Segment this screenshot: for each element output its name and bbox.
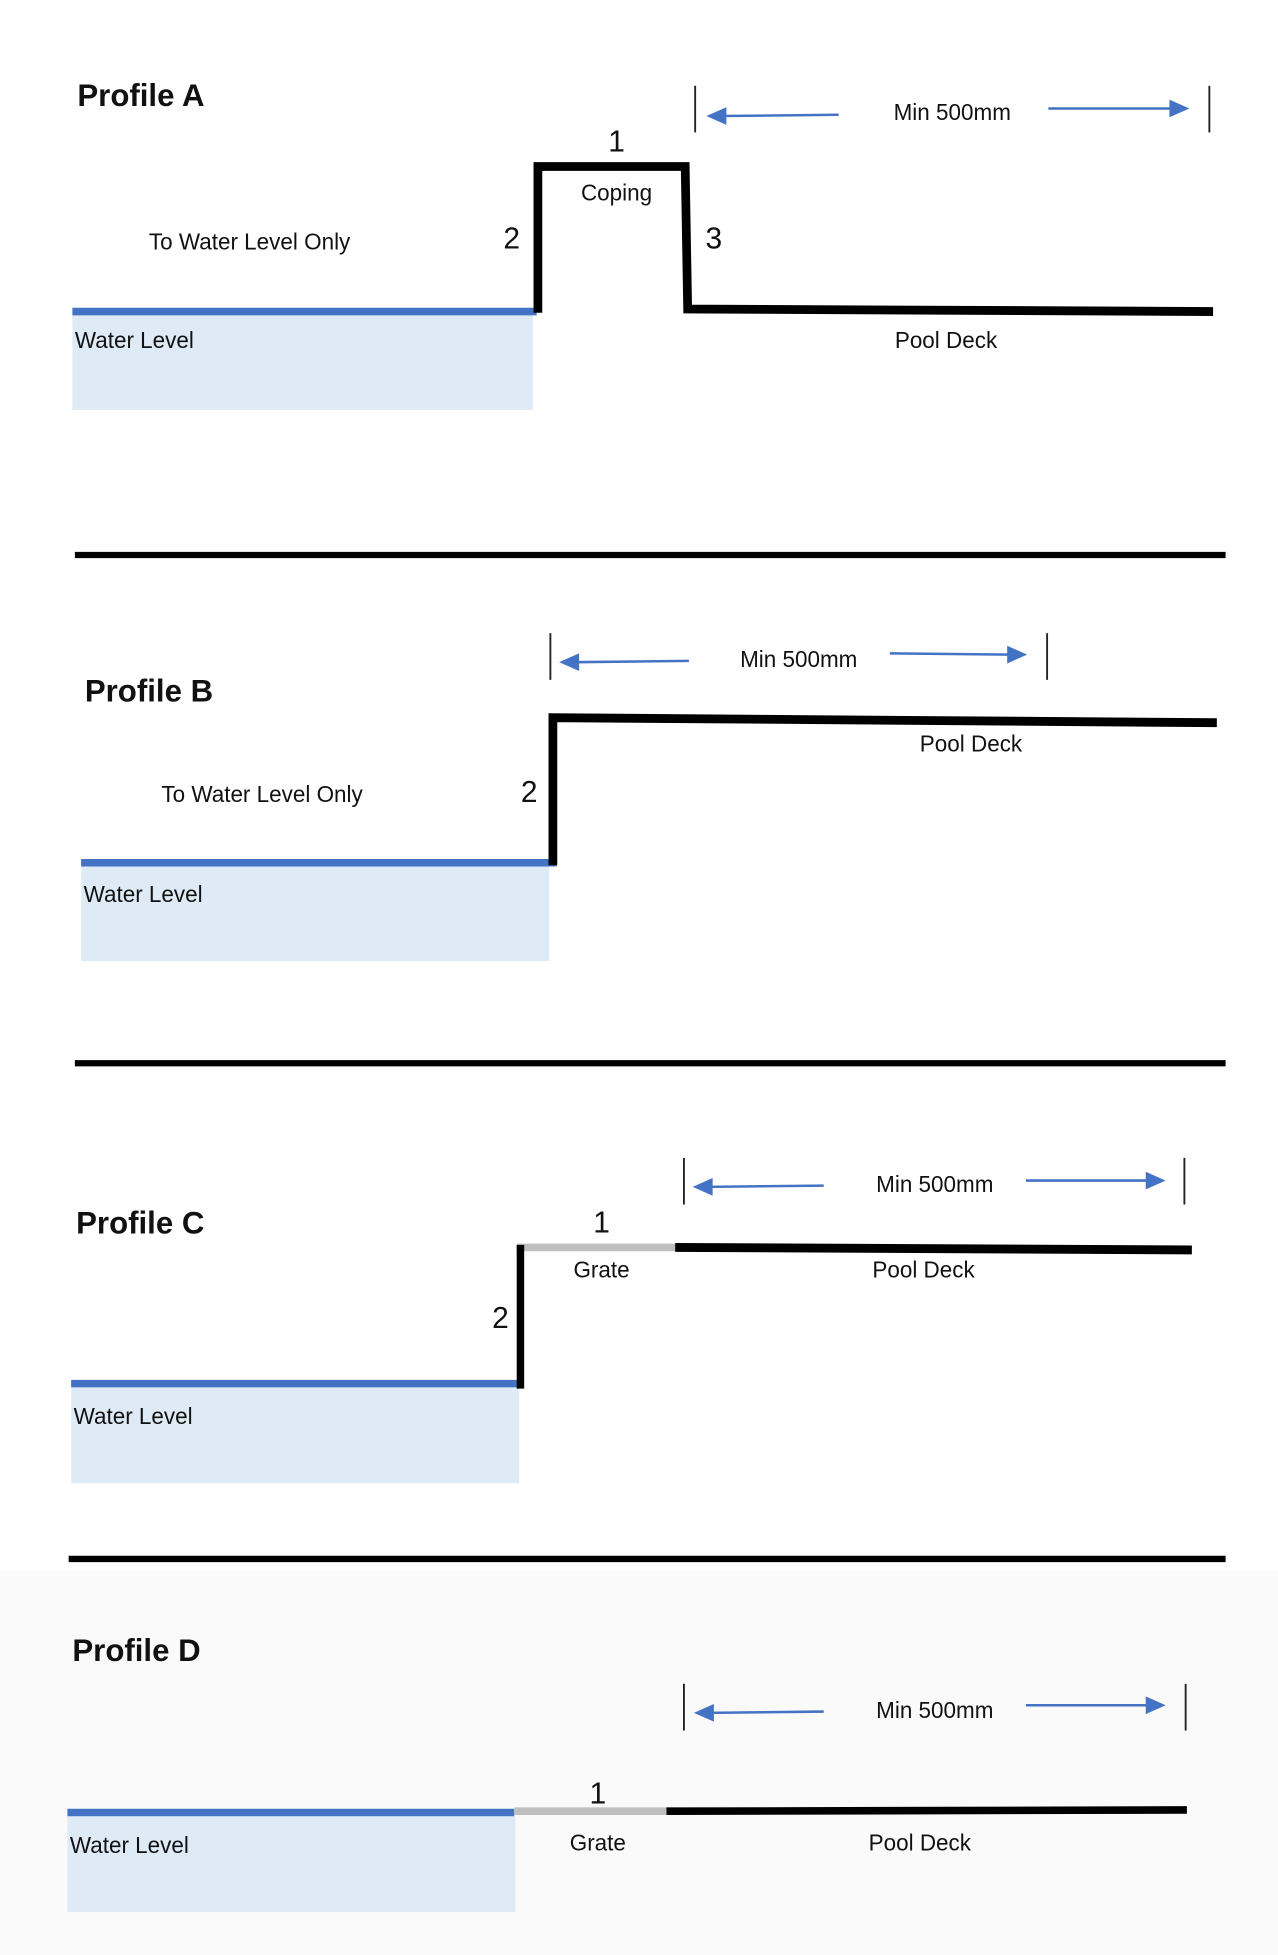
pool-deck-label: Pool Deck	[872, 1258, 975, 1283]
label-2: 2	[521, 776, 538, 809]
grate-label: Grate	[570, 1830, 626, 1855]
water-level-label: Water Level	[84, 882, 203, 907]
profile-a-title: Profile A	[77, 78, 204, 113]
dimension-label: Min 500mm	[876, 1172, 993, 1197]
arrow-left-icon	[574, 659, 689, 664]
arrowhead-left-icon	[692, 1178, 713, 1196]
arrowhead-right-icon	[1007, 645, 1028, 664]
arrowhead-left-icon	[559, 653, 580, 672]
arrowhead-right-icon	[1169, 99, 1190, 118]
pool-deck-line	[666, 1806, 1187, 1815]
wall-profile-line	[548, 713, 1217, 866]
profile-b-title: Profile B	[85, 673, 213, 708]
arrowhead-left-icon	[706, 107, 727, 125]
label-3: 3	[706, 222, 723, 255]
pool-deck-label: Pool Deck	[920, 732, 1023, 757]
arrowhead-right-icon	[1145, 1171, 1166, 1190]
profile-d: Profile D Min 500mm 1 Water Level Grate …	[67, 1633, 1187, 1913]
to-water-level-label: To Water Level Only	[161, 782, 363, 807]
arrow-left-icon	[721, 113, 839, 118]
dimension-label: Min 500mm	[740, 647, 857, 672]
pool-deck-line	[675, 1243, 1192, 1255]
water-fill	[67, 1816, 516, 1913]
profile-b: Profile B Min 500mm Pool Deck 2 To Water…	[81, 633, 1217, 962]
water-fill	[71, 1387, 520, 1484]
pool-deck-label: Pool Deck	[869, 1830, 972, 1855]
coping-profile-line	[533, 162, 1214, 316]
coping-label: Coping	[581, 180, 652, 205]
to-water-level-label: To Water Level Only	[149, 230, 351, 255]
dimension-label: Min 500mm	[894, 100, 1011, 125]
water-level-label: Water Level	[75, 328, 194, 353]
profile-a: Profile A Min 500mm 1 Coping 2 3 To Wate…	[72, 78, 1214, 410]
label-1: 1	[608, 125, 625, 158]
label-2: 2	[503, 222, 520, 255]
water-fill	[81, 866, 550, 962]
arrow-left-icon	[708, 1710, 824, 1715]
profile-c: Profile C Min 500mm 1 2 Grate Pool Deck …	[71, 1157, 1192, 1484]
water-fill	[72, 315, 533, 410]
grate-label: Grate	[573, 1258, 629, 1283]
pool-deck-label: Pool Deck	[895, 328, 998, 353]
label-1: 1	[589, 1778, 606, 1811]
profile-c-title: Profile C	[76, 1205, 204, 1240]
dimension-label: Min 500mm	[876, 1698, 993, 1723]
arrowhead-right-icon	[1145, 1696, 1166, 1715]
label-2: 2	[492, 1302, 509, 1335]
arrow-right-icon	[889, 652, 1011, 656]
water-level-label: Water Level	[70, 1833, 189, 1858]
arrow-left-icon	[707, 1184, 824, 1189]
water-level-label: Water Level	[74, 1404, 193, 1429]
profile-d-title: Profile D	[72, 1633, 200, 1668]
label-1: 1	[593, 1206, 610, 1239]
arrowhead-left-icon	[693, 1704, 714, 1722]
